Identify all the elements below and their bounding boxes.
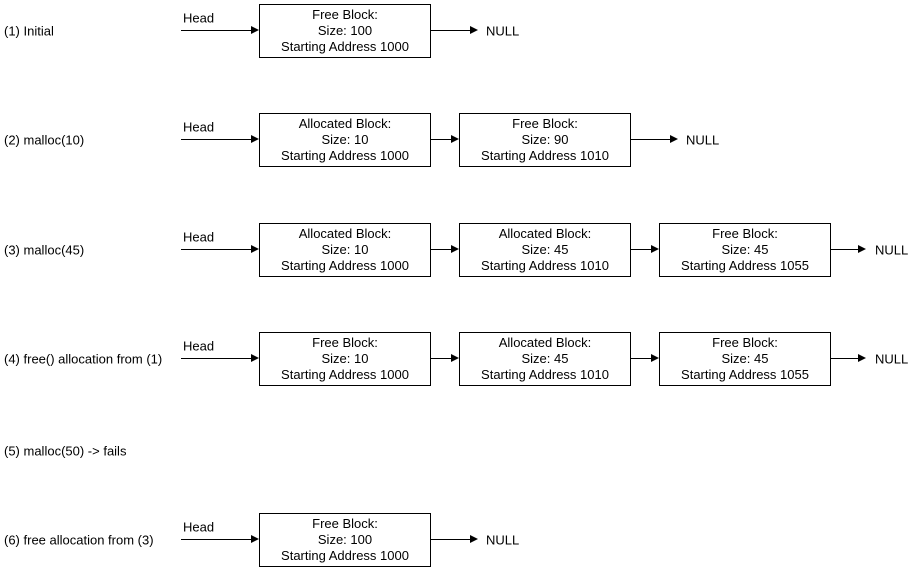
- block-address: Starting Address 1000: [281, 367, 409, 382]
- block-size: Size: 10: [321, 132, 369, 147]
- next-pointer-arrow: [431, 244, 459, 253]
- row-label: (2) malloc(10): [4, 132, 85, 148]
- head-label: Head: [183, 519, 215, 535]
- head-label: Head: [183, 119, 215, 135]
- head-label: Head: [183, 10, 215, 26]
- block-address: Starting Address 1055: [681, 258, 809, 273]
- next-pointer-arrow: [631, 353, 659, 362]
- block-title: Free Block:: [312, 7, 378, 22]
- memory-block: Allocated Block: Size: 10 Starting Addre…: [259, 223, 431, 277]
- block-address: Starting Address 1010: [481, 148, 609, 163]
- null-pointer-arrow: [831, 244, 866, 253]
- block-title: Free Block:: [312, 516, 378, 531]
- memory-block: Allocated Block: Size: 45 Starting Addre…: [459, 332, 631, 386]
- block-title: Free Block:: [712, 226, 778, 241]
- row-label: (3) malloc(45): [4, 242, 85, 258]
- row-label: (6) free allocation from (3): [4, 532, 154, 548]
- memory-block: Free Block: Size: 90 Starting Address 10…: [459, 113, 631, 167]
- block-title: Free Block:: [512, 116, 578, 131]
- null-label: NULL: [486, 532, 520, 548]
- block-address: Starting Address 1000: [281, 39, 409, 54]
- memory-block: Allocated Block: Size: 10 Starting Addre…: [259, 113, 431, 167]
- block-address: Starting Address 1000: [281, 258, 409, 273]
- head-label: Head: [183, 338, 215, 354]
- block-size: Size: 45: [721, 242, 769, 257]
- null-label: NULL: [875, 242, 909, 258]
- null-pointer-arrow: [631, 134, 678, 143]
- row-label: (4) free() allocation from (1): [4, 351, 163, 367]
- block-size: Size: 100: [317, 532, 373, 547]
- head-arrow: [181, 353, 259, 362]
- memory-block: Allocated Block: Size: 45 Starting Addre…: [459, 223, 631, 277]
- block-title: Allocated Block:: [298, 116, 392, 131]
- head-arrow: [181, 25, 259, 34]
- row-label: (5) malloc(50) -> fails: [4, 443, 127, 459]
- head-arrow: [181, 244, 259, 253]
- block-title: Allocated Block:: [498, 226, 592, 241]
- memory-block: Free Block: Size: 10 Starting Address 10…: [259, 332, 431, 386]
- block-size: Size: 45: [721, 351, 769, 366]
- null-pointer-arrow: [431, 534, 478, 543]
- block-address: Starting Address 1055: [681, 367, 809, 382]
- next-pointer-arrow: [631, 244, 659, 253]
- memory-block: Free Block: Size: 45 Starting Address 10…: [659, 223, 831, 277]
- null-label: NULL: [875, 351, 909, 367]
- row-label: (1) Initial: [4, 23, 54, 39]
- block-size: Size: 45: [521, 242, 569, 257]
- memory-block: Free Block: Size: 100 Starting Address 1…: [259, 4, 431, 58]
- block-title: Allocated Block:: [498, 335, 592, 350]
- null-label: NULL: [686, 132, 720, 148]
- block-size: Size: 100: [317, 23, 373, 38]
- block-title: Allocated Block:: [298, 226, 392, 241]
- next-pointer-arrow: [431, 353, 459, 362]
- block-size: Size: 90: [521, 132, 569, 147]
- null-pointer-arrow: [831, 353, 866, 362]
- head-arrow: [181, 534, 259, 543]
- block-address: Starting Address 1010: [481, 367, 609, 382]
- null-pointer-arrow: [431, 25, 478, 34]
- block-size: Size: 45: [521, 351, 569, 366]
- next-pointer-arrow: [431, 134, 459, 143]
- null-label: NULL: [486, 23, 520, 39]
- head-arrow: [181, 134, 259, 143]
- block-size: Size: 10: [321, 351, 369, 366]
- block-address: Starting Address 1000: [281, 548, 409, 563]
- head-label: Head: [183, 229, 215, 245]
- memory-block: Free Block: Size: 45 Starting Address 10…: [659, 332, 831, 386]
- block-address: Starting Address 1010: [481, 258, 609, 273]
- block-title: Free Block:: [312, 335, 378, 350]
- block-title: Free Block:: [712, 335, 778, 350]
- block-size: Size: 10: [321, 242, 369, 257]
- block-address: Starting Address 1000: [281, 148, 409, 163]
- memory-block: Free Block: Size: 100 Starting Address 1…: [259, 513, 431, 567]
